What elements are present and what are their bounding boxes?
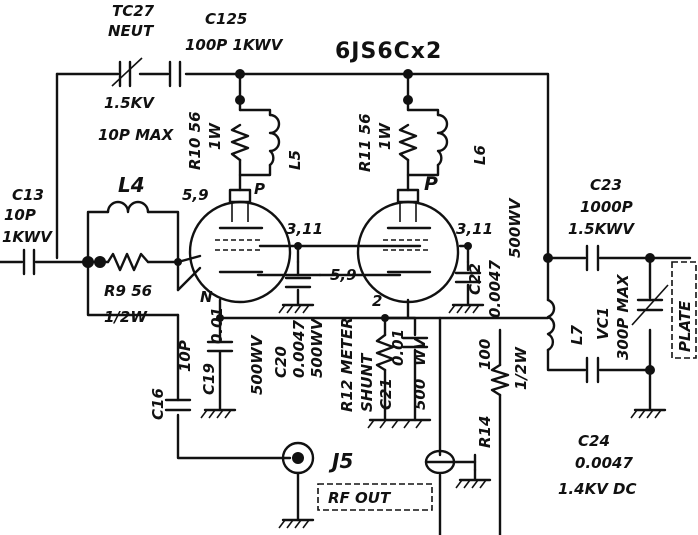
svg-text:VC1: VC1 [594,307,612,340]
pin-n-label: N [200,288,213,306]
svg-text:R9 56: R9 56 [104,282,152,300]
svg-text:TC27: TC27 [112,2,155,20]
l5-label: L5 [286,150,304,170]
c23-label: C23 1000P 1.5KWV [568,176,635,238]
svg-text:1W: 1W [206,122,224,150]
svg-text:C21: C21 [377,378,395,410]
c16-label: C16 10P [149,340,194,420]
rf-out-box: RF OUT [317,483,433,511]
pin-59-left-label: 5,9 [182,186,209,204]
svg-text:300P MAX: 300P MAX [614,273,632,360]
resistor-symbols [106,123,510,397]
svg-text:500WV: 500WV [308,317,326,378]
pin-311-left-label: 3,11 [286,220,323,238]
svg-text:0.0047: 0.0047 [486,260,504,318]
svg-text:C20: C20 [272,346,290,378]
svg-text:1KWV: 1KWV [2,228,53,246]
tube-left [188,188,292,304]
inductor-symbols [106,113,556,352]
svg-text:1W: 1W [376,122,394,150]
plate-box: PLATE [671,261,697,359]
c22-label: C22 0.0047 500WV [466,197,524,318]
r10-label: R10 56 1W [186,111,224,170]
pin-59-mid-label: 5,9 [330,266,357,284]
svg-text:R11 56: R11 56 [356,113,374,172]
title-label: 6JS6Cx2 [335,39,442,64]
pin-p-right-label: P [424,173,438,195]
c21-label: C21 0.01 500 WV [377,329,429,410]
r11-label: R11 56 1W [356,113,394,172]
pin-p-left-label: P [254,180,265,198]
ground-symbols [200,303,667,529]
svg-text:C125: C125 [205,10,247,28]
c24-label: C24 0.0047 1.4KV DC [558,432,637,498]
svg-text:100P 1KWV: 100P 1KWV [185,36,284,54]
svg-text:C16: C16 [149,388,167,420]
svg-text:C13: C13 [12,186,44,204]
tube-right [356,188,460,304]
vc1-label: VC1 300P MAX [594,273,632,360]
c19-label: C19 0.01 500WV [200,307,266,395]
j5-label: J5 [328,449,353,473]
svg-text:1000P: 1000P [580,198,633,216]
tc27-label: TC27 NEUT 1.5KV 10P MAX [98,2,175,144]
svg-text:1.5KV: 1.5KV [104,94,155,112]
c20-label: C20 0.0047 500WV [272,317,326,378]
svg-text:R14: R14 [476,416,494,448]
pin-2-label: 2 [372,292,382,310]
svg-text:R12 METER: R12 METER [338,317,356,412]
svg-text:0.0047: 0.0047 [575,454,633,472]
l7-label: L7 [568,324,586,345]
l4-label: L4 [118,173,145,197]
svg-text:0.0047: 0.0047 [290,320,308,378]
svg-text:C24: C24 [578,432,610,450]
svg-text:500WV: 500WV [506,197,524,258]
svg-text:10P MAX: 10P MAX [98,126,175,144]
c13-label: C13 10P 1KWV [2,186,53,246]
junctions [82,69,655,375]
svg-text:C22: C22 [466,263,484,295]
svg-text:0.01: 0.01 [389,329,407,366]
svg-text:WV: WV [411,336,429,366]
svg-text:1/2W: 1/2W [512,346,530,390]
svg-text:SHUNT: SHUNT [358,352,376,412]
svg-text:C19: C19 [200,363,218,395]
svg-text:NEUT: NEUT [108,22,155,40]
c125-label: C125 100P 1KWV [185,10,284,54]
svg-text:500WV: 500WV [248,334,266,395]
svg-text:PLATE: PLATE [676,300,694,352]
svg-text:1/2W: 1/2W [104,308,148,326]
svg-text:100: 100 [476,339,494,370]
r12-label: R12 METER SHUNT [338,317,376,412]
pin-311-right-label: 3,11 [456,220,493,238]
svg-text:1.4KV DC: 1.4KV DC [558,480,637,498]
svg-text:R10 56: R10 56 [186,111,204,170]
svg-text:10P: 10P [4,206,36,224]
r14-label: R14 100 1/2W [476,339,530,448]
svg-text:1.5KWV: 1.5KWV [568,220,635,238]
relay-symbol [424,449,477,475]
svg-text:0.01: 0.01 [208,307,226,344]
svg-text:10P: 10P [176,340,194,372]
svg-text:C23: C23 [590,176,622,194]
svg-text:500: 500 [411,379,429,410]
l6-label: L6 [471,145,489,165]
j5-connector [281,441,315,522]
r9-label: R9 56 1/2W [104,282,152,326]
svg-text:RF OUT: RF OUT [328,489,392,507]
capacitor-symbols [22,57,669,412]
